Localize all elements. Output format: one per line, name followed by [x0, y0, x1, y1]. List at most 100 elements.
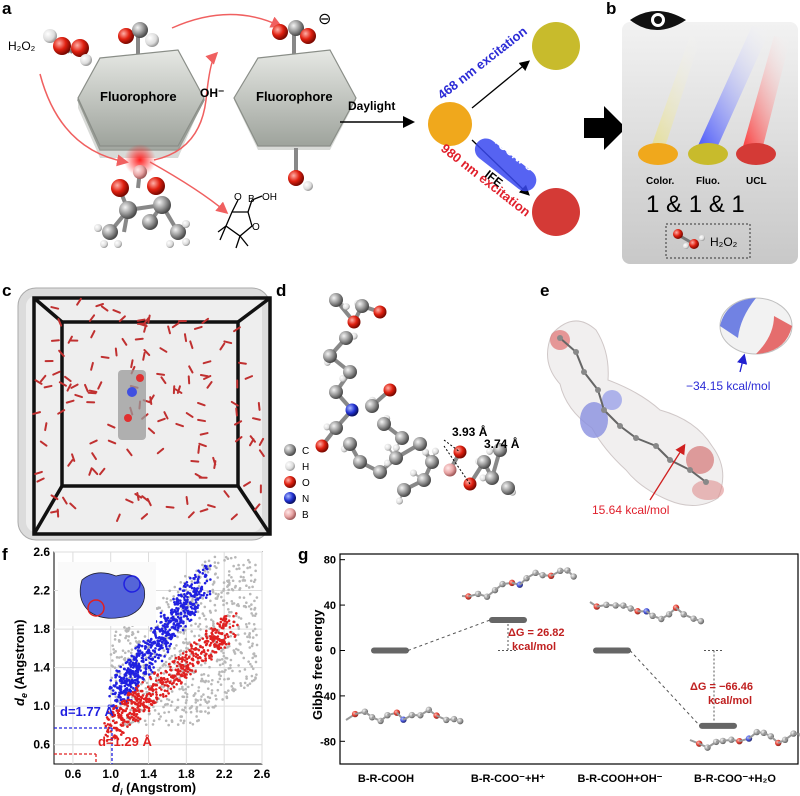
water-molecule	[258, 449, 265, 458]
fingerprint-point	[207, 674, 210, 677]
fingerprint-point	[142, 640, 145, 643]
water-molecule	[159, 347, 168, 353]
fingerprint-point	[164, 669, 168, 673]
fingerprint-point	[198, 616, 201, 620]
fingerprint-point	[111, 719, 115, 723]
fingerprint-point	[167, 692, 170, 695]
fingerprint-point	[239, 651, 243, 654]
fingerprint-point	[124, 674, 128, 677]
fingerprint-point	[254, 677, 257, 680]
fingerprint-point	[177, 625, 180, 629]
fingerprint-point	[220, 649, 223, 653]
fingerprint-point	[134, 672, 138, 675]
fingerprint-point	[223, 660, 226, 663]
fingerprint-point	[207, 654, 211, 658]
fingerprint-point	[254, 660, 258, 664]
water-molecule	[198, 442, 207, 448]
fingerprint-point	[130, 702, 133, 705]
water-molecule	[71, 453, 76, 462]
g-category-label: B-R-COO⁻+H₂O	[694, 773, 776, 785]
fingerprint-point	[210, 631, 214, 635]
fingerprint-point	[137, 698, 140, 701]
fingerprint-point	[246, 684, 250, 687]
fingerprint-point	[121, 718, 125, 722]
energy-red: 15.64 kcal/mol	[592, 503, 669, 517]
fingerprint-point	[170, 700, 174, 704]
water-molecule	[69, 502, 77, 510]
water-molecule	[32, 411, 42, 415]
fingerprint-point	[158, 686, 161, 690]
fingerprint-point	[177, 593, 180, 597]
fingerprint-point	[158, 647, 162, 651]
fingerprint-point	[205, 636, 209, 640]
fingerprint-point	[149, 654, 152, 658]
fingerprint-point	[175, 664, 179, 668]
water-molecule	[64, 375, 72, 383]
f-ylabel: de (Angstrom)	[12, 619, 29, 706]
water-molecule	[50, 339, 60, 342]
fingerprint-point	[165, 697, 169, 701]
fingerprint-point	[166, 677, 169, 681]
fingerprint-point	[200, 659, 204, 662]
fingerprint-point	[179, 581, 183, 584]
water-molecules	[32, 297, 265, 522]
fingerprint-point	[155, 683, 159, 687]
fingerprint-point	[184, 637, 188, 641]
fingerprint-point	[210, 618, 213, 622]
fingerprint-point	[184, 691, 187, 695]
water-molecule	[230, 400, 239, 407]
f-xlabel-unit: (Angstrom)	[122, 780, 196, 795]
fingerprint-point	[182, 721, 185, 725]
fingerprint-point	[134, 640, 138, 643]
fingerprint-point	[186, 604, 190, 607]
water-molecule	[88, 467, 93, 476]
fingerprint-point	[194, 622, 197, 626]
fingerprint-point	[224, 622, 228, 626]
legend-c: C	[302, 446, 309, 457]
water-molecule	[88, 389, 98, 393]
fingerprint-point	[184, 710, 188, 714]
water-molecule	[171, 322, 180, 329]
water-molecule	[70, 383, 79, 389]
fingerprint-point	[106, 734, 109, 738]
fingerprint-point	[104, 733, 108, 737]
fingerprint-point	[140, 682, 143, 686]
fingerprint-point	[250, 665, 254, 668]
fingerprint-point	[138, 710, 141, 714]
fingerprint-point	[145, 690, 149, 694]
fingerprint-point	[158, 666, 162, 670]
fingerprint-point	[183, 659, 187, 662]
fingerprint-point	[245, 601, 248, 604]
fingerprint-point	[119, 733, 123, 736]
f-xlabel: di (Angstrom)	[112, 780, 196, 796]
water-molecule	[142, 351, 146, 361]
fingerprint-point	[150, 662, 154, 666]
atom-legend	[284, 444, 296, 520]
fingerprint-point	[157, 668, 160, 672]
fingerprint-point	[224, 555, 228, 559]
fingerprint-point	[169, 668, 173, 672]
fingerprint-point	[163, 655, 166, 658]
fingerprint-point	[169, 642, 173, 646]
fingerprint-point	[162, 649, 166, 652]
fingerprint-point	[186, 670, 190, 673]
fingerprint-point	[216, 645, 219, 648]
fingerprint-point	[131, 661, 135, 665]
fingerprint-point	[219, 632, 223, 635]
fingerprint-point	[113, 713, 116, 717]
fingerprint-point	[163, 683, 167, 687]
fingerprint-point	[213, 635, 217, 639]
fingerprint-point	[150, 641, 153, 644]
fingerprint-point	[131, 630, 134, 634]
fingerprint-point	[106, 710, 110, 714]
g-ylabel: Gibbs free energy	[310, 609, 325, 720]
f-ytick: 1.8	[33, 622, 50, 636]
fingerprint-point	[243, 681, 247, 685]
f-xtick: 1.8	[178, 767, 195, 781]
fingerprint-point	[157, 636, 160, 640]
fingerprint-point	[115, 656, 119, 659]
fingerprint-point	[198, 639, 201, 642]
arrow-red-energy	[649, 443, 686, 501]
fingerprint-point	[137, 676, 140, 679]
fingerprint-point	[216, 688, 220, 692]
